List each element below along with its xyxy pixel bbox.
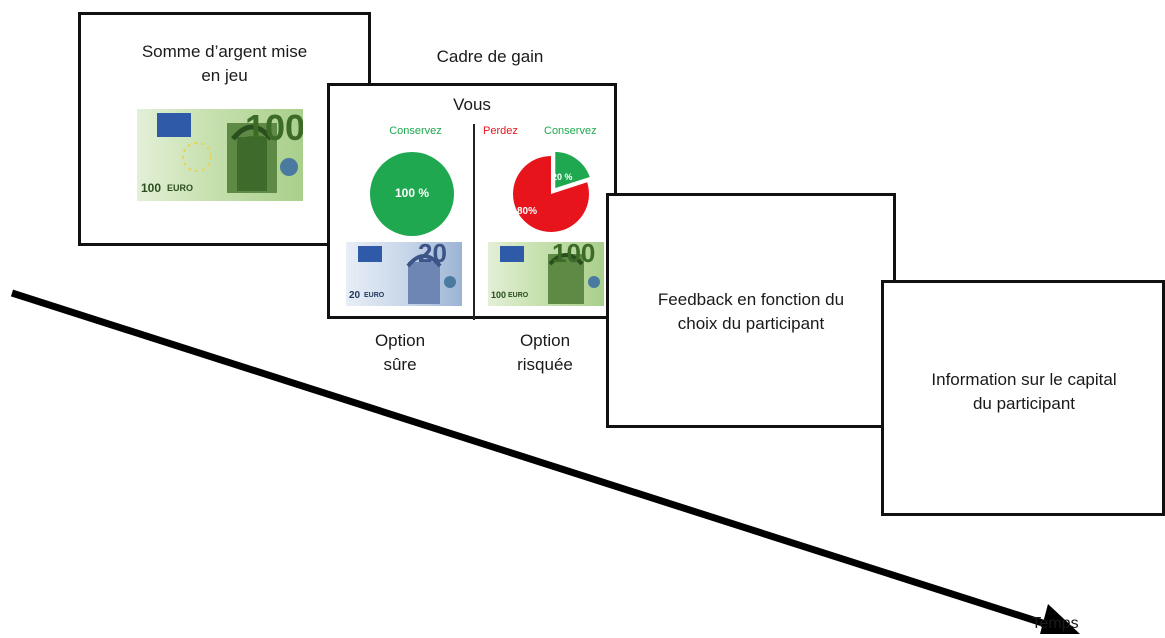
banknote-20-art — [358, 246, 456, 304]
banknote-20-small-value: 20 — [349, 290, 361, 301]
banknote-100-small-corner: 100 — [491, 290, 507, 300]
safe-option-line2: sûre — [383, 355, 417, 374]
banknote-100-small-art — [500, 246, 600, 304]
capital-line2: du participant — [972, 394, 1076, 413]
stake-box: Somme d’argent mise en jeu 100 100 EURO — [78, 12, 371, 246]
option-divider — [473, 124, 475, 320]
risky-option-line2: risquée — [517, 355, 573, 374]
banknote-100-small-euro: EURO — [508, 292, 529, 299]
risky-option-line1: Option — [519, 331, 571, 350]
safe-pie-chart — [370, 152, 454, 236]
risky-pie-keep-slice — [553, 150, 592, 191]
banknote-100-euro: EURO — [167, 183, 194, 193]
time-arrow-line — [10, 289, 1054, 630]
risky-lose-pct-label: 80% — [517, 206, 538, 217]
risky-pie-lose-slice — [513, 156, 589, 232]
banknote-20-image: 20 20 EURO — [346, 242, 462, 306]
banknote-100-small-value: 100 — [552, 242, 596, 268]
banknote-100-value: 100 — [245, 109, 303, 148]
time-arrow-head — [1040, 604, 1080, 634]
stake-text-line2: en jeu — [201, 66, 248, 85]
frame-header: Vous — [453, 95, 491, 114]
safe-pie-keep-slice — [370, 152, 454, 236]
time-label: Temps — [1031, 615, 1079, 632]
capital-box: Information sur le capital du participan… — [881, 280, 1165, 516]
risky-lose-label: Perdez — [483, 125, 518, 137]
banknote-100-art — [157, 113, 298, 193]
frame-label: Cadre de gain — [436, 47, 544, 66]
banknote-20-value: 20 — [418, 242, 447, 268]
feedback-box: Feedback en fonction du choix du partici… — [606, 193, 896, 428]
banknote-100-image: 100 100 EURO — [137, 109, 303, 201]
feedback-line2: choix du participant — [677, 314, 825, 333]
risky-pie-chart — [513, 150, 592, 232]
safe-option-line1: Option — [374, 331, 426, 350]
safe-percent-label: 100 % — [394, 186, 430, 200]
feedback-line1: Feedback en fonction du — [657, 290, 845, 309]
stake-text-line1: Somme d’argent mise — [141, 42, 308, 61]
safe-keep-label: Conservez — [389, 125, 442, 137]
banknote-100-small-image: 100 100 EURO — [488, 242, 604, 306]
risky-keep-label: Conservez — [544, 125, 597, 137]
choice-box: Vous Conservez 100 % 20 20 EURO Perdez C… — [327, 83, 617, 320]
capital-line1: Information sur le capital — [931, 370, 1117, 389]
risky-keep-pct-label: 20 % — [552, 172, 573, 182]
banknote-100-small-value: 100 — [141, 181, 162, 195]
banknote-20-euro: EURO — [364, 292, 385, 299]
